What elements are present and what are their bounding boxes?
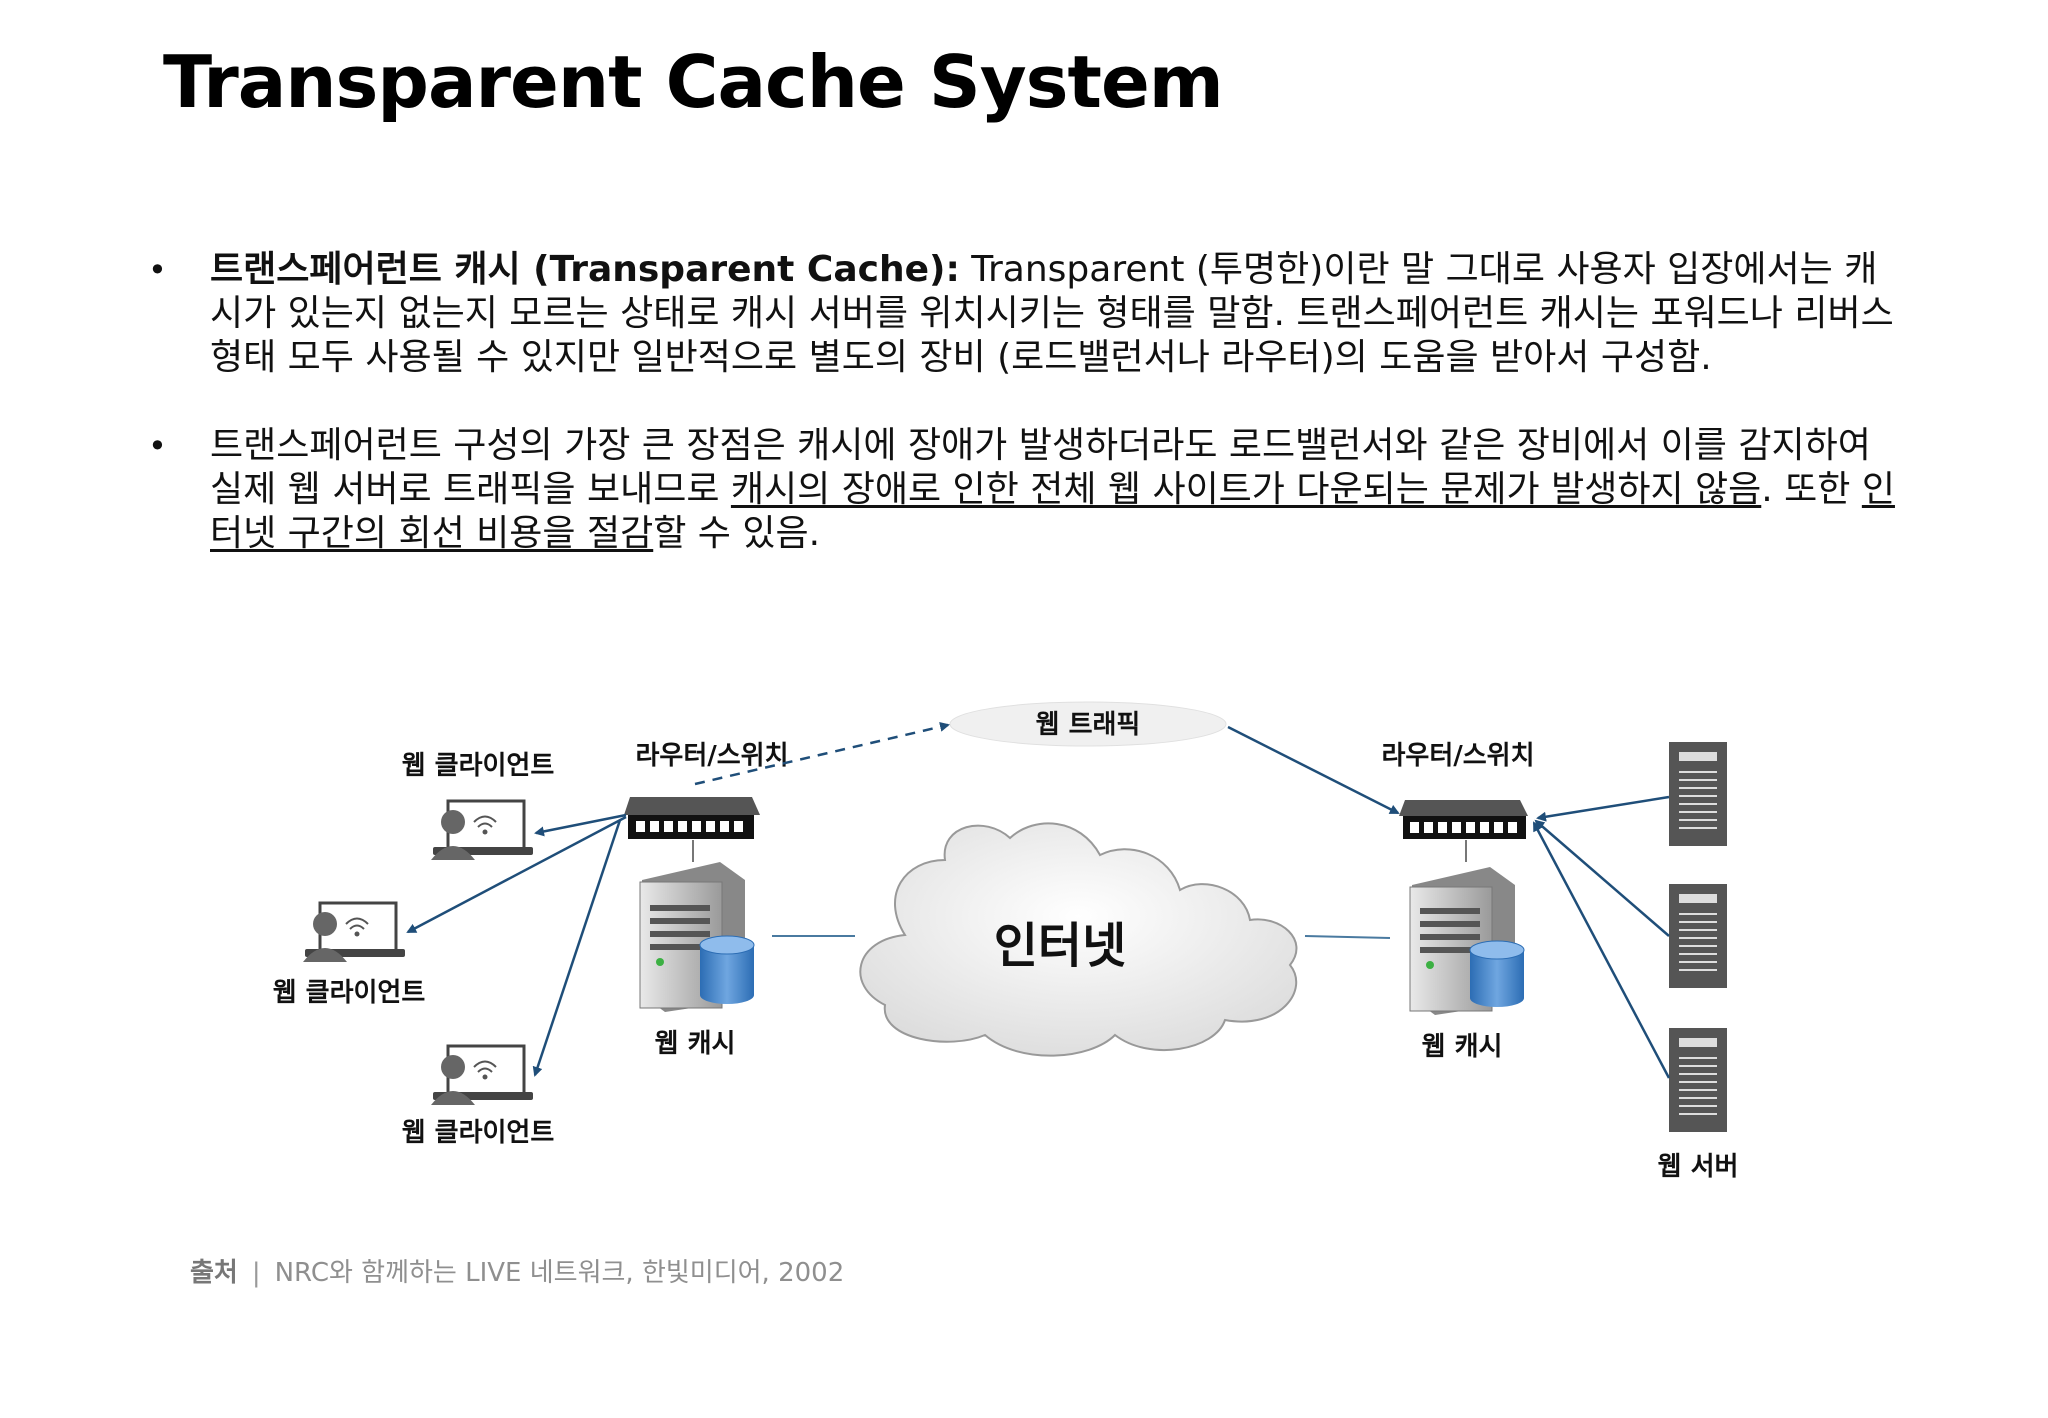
- arrow-router-to-web-traffic: [694, 721, 950, 786]
- web-client-3-icon: [431, 1044, 533, 1105]
- router-switch-left-icon: [624, 797, 760, 839]
- bullet-transparent-cache-definition: • 트랜스페어런트 캐시 (Transparent Cache): Transp…: [148, 248, 1898, 380]
- web-cache-left-label: 웹 캐시: [655, 1029, 736, 1059]
- arrow-router-to-client-2: [406, 815, 627, 934]
- web-client-2-label: 웹 클라이언트: [273, 978, 426, 1008]
- bullet-text-a: 트랜스페어런트 구성의 가장 큰 장점은 캐시에 장애가 발생하더라도 로드밸런…: [210, 425, 1871, 510]
- router-switch-right-icon: [1399, 800, 1528, 839]
- internet-label: 인터넷: [994, 918, 1126, 974]
- bullet-term: 트랜스페어런트 캐시 (Transparent Cache):: [210, 249, 960, 290]
- arrow-router-to-client-3: [532, 819, 622, 1077]
- source-label: 출처: [190, 1258, 238, 1288]
- web-traffic-ellipse: [949, 701, 1227, 747]
- web-cache-right-label: 웹 캐시: [1422, 1032, 1503, 1062]
- source-separator: |: [251, 1258, 261, 1288]
- arrow-server-1-to-router: [1536, 795, 1670, 822]
- router-switch-right-label: 라우터/스위치: [1381, 741, 1534, 771]
- web-client-1-icon: [431, 799, 533, 860]
- bullet-text-c: 할 수 있음.: [653, 513, 821, 554]
- web-traffic-label: 웹 트래픽: [1036, 710, 1141, 740]
- web-client-2-icon: [303, 901, 405, 962]
- web-server-2-icon: [1669, 884, 1727, 988]
- web-cache-server-left-icon: [639, 862, 755, 1012]
- source-text: NRC와 함께하는 LIVE 네트워크, 한빛미디어, 2002: [274, 1258, 845, 1288]
- web-client-1-label: 웹 클라이언트: [402, 751, 555, 781]
- web-server-label: 웹 서버: [1658, 1152, 1739, 1182]
- router-switch-left-label: 라우터/스위치: [635, 741, 788, 771]
- bullet-text-b: . 또한: [1761, 469, 1862, 510]
- arrow-web-traffic-to-right-router: [1227, 725, 1400, 815]
- arrow-server-2-to-router: [1534, 819, 1670, 937]
- bullet-transparent-advantages: • 트랜스페어런트 구성의 가장 큰 장점은 캐시에 장애가 발생하더라도 로드…: [148, 424, 1898, 556]
- bullet-dot: •: [148, 427, 167, 465]
- bullet-underline-a: 캐시의 장애로 인한 전체 웹 사이트가 다운되는 문제가 발생하지 않음: [730, 469, 1762, 510]
- page-title: Transparent Cache System: [163, 40, 1224, 124]
- source-citation: 출처 | NRC와 함께하는 LIVE 네트워크, 한빛미디어, 2002: [190, 1252, 844, 1289]
- arrow-server-3-to-router: [1532, 821, 1671, 1079]
- link-cloud-right-cache: [1304, 935, 1391, 939]
- internet-cloud: [859, 822, 1298, 1057]
- bullet-underline-b: 인터넷 구간의 회선 비용을 절감: [210, 469, 1895, 554]
- bullet-dot: •: [148, 251, 167, 289]
- web-cache-server-right-icon: [1409, 867, 1525, 1015]
- bullet-list: • 트랜스페어런트 캐시 (Transparent Cache): Transp…: [148, 248, 1898, 556]
- bullet-text: Transparent (투명한)이란 말 그대로 사용자 입장에서는 캐시가 …: [210, 249, 1894, 378]
- web-client-3-label: 웹 클라이언트: [402, 1118, 555, 1148]
- arrow-router-to-client-1: [534, 813, 627, 837]
- web-server-3-icon: [1669, 1028, 1727, 1132]
- web-server-1-icon: [1669, 742, 1727, 846]
